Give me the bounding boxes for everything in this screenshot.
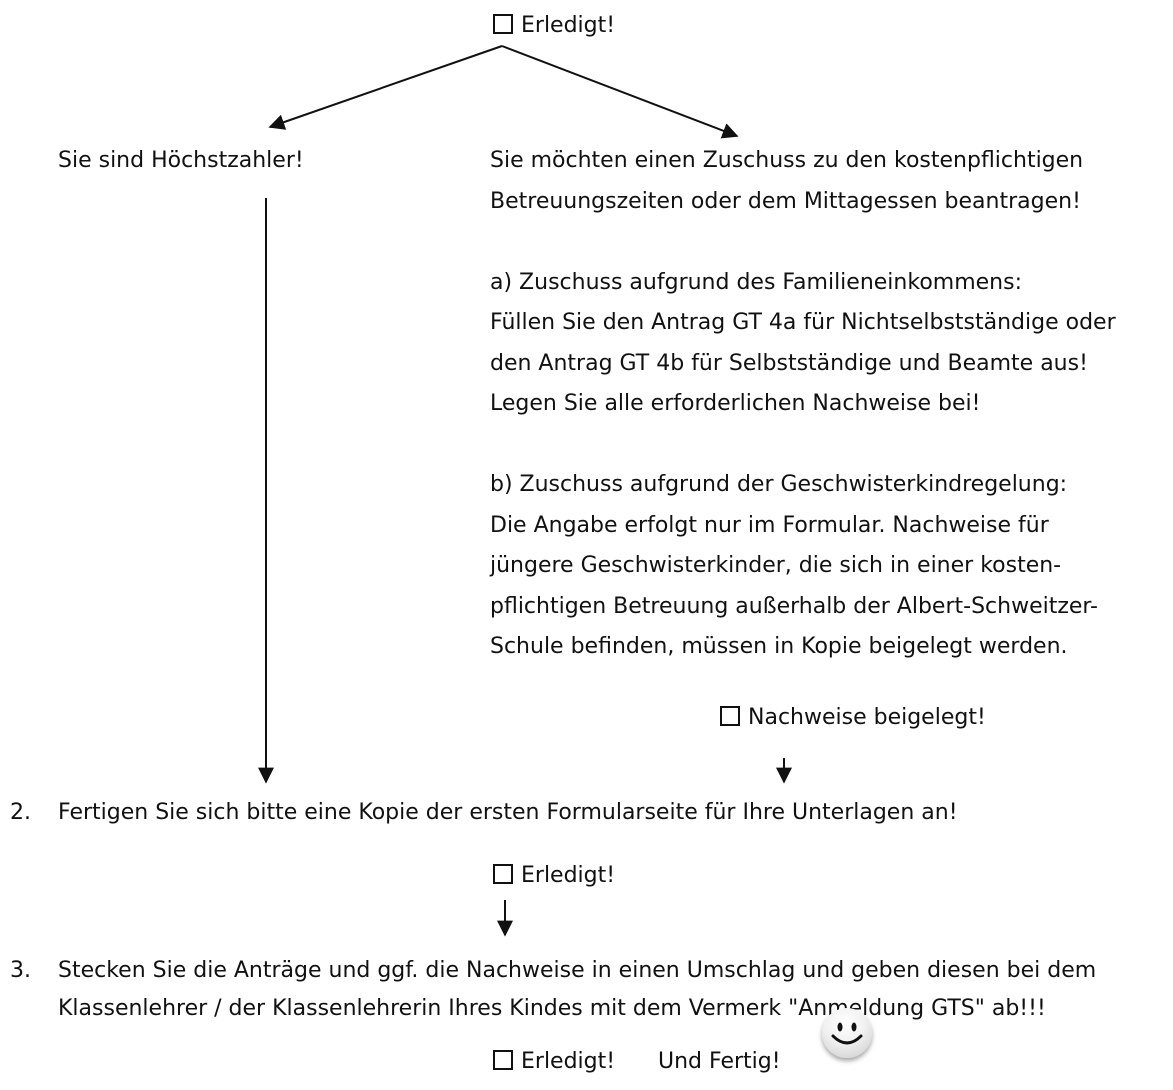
- step-2-text: Fertigen Sie sich bitte eine Kopie der e…: [58, 800, 958, 825]
- left-branch-text: Sie sind Höchstzahler!: [58, 148, 304, 173]
- option-b-line: jüngere Geschwisterkinder, die sich in e…: [490, 553, 1062, 578]
- checkbox-icon[interactable]: [493, 1050, 513, 1070]
- step-3-number: 3.: [10, 958, 31, 983]
- step-2-check[interactable]: Erledigt!: [493, 856, 615, 896]
- option-b-line: Schule befinden, müssen in Kopie beigele…: [490, 634, 1068, 659]
- step-3-check[interactable]: Erledigt!: [493, 1042, 615, 1082]
- arrow-to-left-branch: [268, 45, 503, 130]
- smiley-face-icon: [822, 1008, 872, 1058]
- option-a-line: den Antrag GT 4b für Selbstständige und …: [490, 350, 1088, 376]
- checkbox-icon[interactable]: [720, 706, 740, 726]
- step-3-line-1: Stecken Sie die Anträge und ggf. die Nac…: [58, 958, 1097, 983]
- step-2-check-label: Erledigt!: [521, 863, 616, 888]
- nachweise-check-label: Nachweise beigelegt!: [748, 705, 986, 730]
- option-a-line: Füllen Sie den Antrag GT 4a für Nichtsel…: [490, 310, 1116, 335]
- nachweise-check[interactable]: Nachweise beigelegt!: [720, 698, 986, 738]
- step-2-number: 2.: [10, 800, 31, 825]
- step-3-check-label: Erledigt!: [521, 1049, 616, 1074]
- final-text: Und Fertig!: [658, 1049, 781, 1074]
- option-a-line: a) Zuschuss aufgrund des Familieneinkomm…: [490, 269, 1022, 295]
- option-b-line: b) Zuschuss aufgrund der Geschwisterkind…: [490, 472, 1068, 497]
- option-a-line: Legen Sie alle erforderlichen Nachweise …: [490, 391, 981, 416]
- checkbox-icon[interactable]: [493, 14, 513, 34]
- right-heading-line: Betreuungszeiten oder dem Mittagessen be…: [490, 188, 1081, 214]
- right-branch-text: Sie möchten einen Zuschuss zu den kosten…: [490, 141, 1116, 668]
- right-heading-line: Sie möchten einen Zuschuss zu den kosten…: [490, 148, 1084, 173]
- option-b-line: Die Angabe erfolgt nur im Formular. Nach…: [490, 512, 1049, 538]
- top-check-label: Erledigt!: [521, 13, 616, 38]
- arrow-to-right-branch: [501, 45, 739, 139]
- checkbox-icon[interactable]: [493, 864, 513, 884]
- option-b-line: pflichtigen Betreuung außerhalb der Albe…: [490, 593, 1098, 619]
- top-check[interactable]: Erledigt!: [493, 6, 615, 46]
- step-3-line-2: Klassenlehrer / der Klassenlehrerin Ihre…: [58, 996, 1046, 1021]
